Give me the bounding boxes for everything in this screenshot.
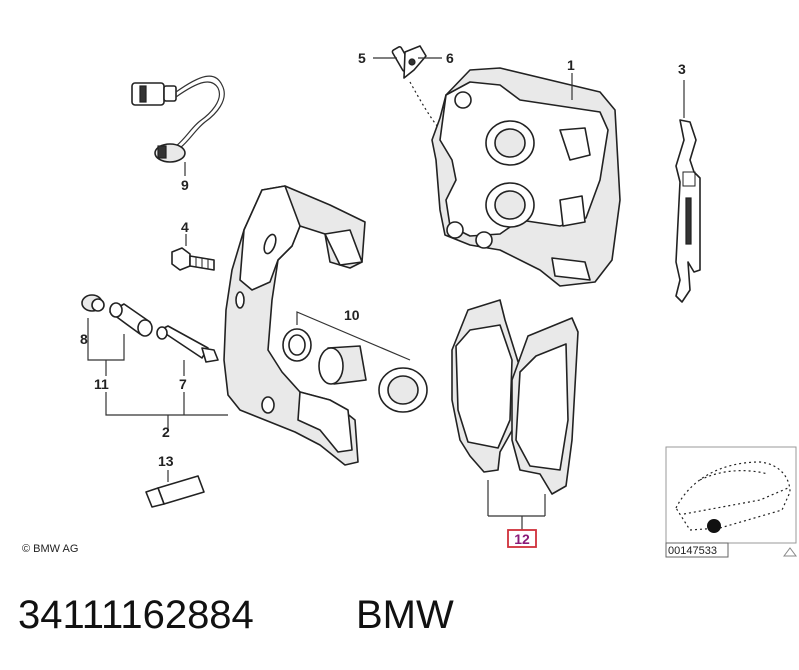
label-6: 6 <box>446 50 454 66</box>
footer-part-number: 34111162884 <box>18 593 254 637</box>
label-13: 13 <box>158 453 174 469</box>
vehicle-thumbnail <box>665 446 797 544</box>
part-piston-kit <box>282 311 428 413</box>
part-bleed-valve <box>373 45 442 79</box>
part-wear-sensor <box>131 75 225 176</box>
label-12: 12 <box>514 531 530 547</box>
location-marker-icon <box>707 519 721 533</box>
part-grease-tube <box>145 470 205 508</box>
image-number: 00147533 <box>668 545 717 557</box>
label-8: 8 <box>80 331 88 347</box>
label-11: 11 <box>94 376 109 392</box>
part-anti-rattle-spring <box>675 80 701 303</box>
part-bolt <box>171 234 215 271</box>
label-3: 3 <box>678 61 686 77</box>
label-4: 4 <box>181 219 189 235</box>
label-1: 1 <box>567 57 575 73</box>
part-caliper-housing <box>431 67 621 287</box>
part-caliper-carrier <box>167 185 366 466</box>
part-guide-pin <box>156 325 219 363</box>
label-10: 10 <box>344 307 360 323</box>
label-2: 2 <box>162 424 170 440</box>
highlighted-part-label: 12 <box>507 529 537 548</box>
part-guide-sleeve <box>109 302 153 337</box>
label-5: 5 <box>358 50 366 66</box>
triangle-icon <box>783 547 797 557</box>
label-7: 7 <box>179 376 187 392</box>
copyright-text: © BMW AG <box>22 543 78 555</box>
part-guide-bushing <box>81 294 105 312</box>
label-9: 9 <box>181 177 189 193</box>
part-brake-pad-set <box>451 299 579 530</box>
footer-brand: BMW <box>356 593 454 637</box>
